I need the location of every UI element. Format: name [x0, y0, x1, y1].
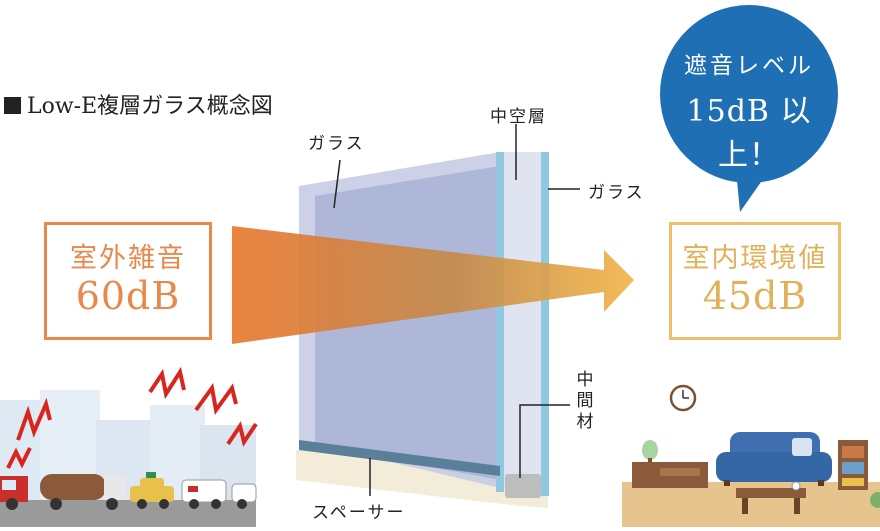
title-square-icon	[4, 97, 21, 114]
clock-icon	[669, 384, 697, 412]
sound-arrow	[232, 226, 634, 344]
inside-level-label: 室内環境値	[682, 242, 828, 274]
speech-bubble	[660, 5, 838, 212]
diagram-title: Low-E複層ガラス概念図	[4, 88, 273, 120]
title-text: Low-E複層ガラス概念図	[27, 94, 273, 119]
bookshelf-icon	[838, 440, 868, 490]
label-glass-right: ガラス	[588, 183, 645, 203]
inside-level-value: 45dB	[702, 274, 808, 319]
label-middle-material-char: 中	[576, 370, 594, 390]
label-glass-left: ガラス	[308, 134, 365, 154]
label-middle-material: 中 間 材	[576, 370, 594, 433]
label-spacer: スペーサー	[312, 503, 406, 523]
label-middle-material-char: 間	[576, 391, 594, 411]
plant-icon	[870, 492, 880, 508]
ambulance-icon	[181, 479, 227, 509]
sofa-icon	[716, 432, 832, 486]
air-layer	[500, 152, 548, 496]
floor-base	[296, 450, 548, 508]
bubble-text: 遮音レベル 15dB 以上！	[664, 46, 834, 174]
glass-edge-left	[496, 152, 504, 492]
bubble-line2: 15dB 以上！	[686, 94, 812, 173]
taxi-icon	[130, 472, 174, 509]
cabinet-drawer	[660, 468, 700, 476]
leader-glass-left	[333, 159, 341, 209]
van-icon	[231, 483, 257, 509]
glass-edge-right	[541, 152, 549, 496]
outside-noise-value: 60dB	[75, 274, 181, 319]
bubble-line1: 遮音レベル	[684, 53, 814, 79]
middle-material	[505, 474, 541, 498]
coffee-table-icon	[736, 481, 806, 514]
leader-middle-material	[519, 404, 570, 478]
lamp-icon	[642, 440, 658, 464]
truck-icon	[0, 474, 126, 510]
label-middle-material-char: 材	[576, 412, 594, 432]
outside-noise-label: 室外雑音	[70, 242, 186, 274]
label-air-layer: 中空層	[490, 107, 547, 127]
outside-noise-box: 室外雑音 60dB	[44, 222, 212, 340]
spacer-strip	[299, 440, 500, 476]
noise-zigzag-icon	[6, 366, 258, 469]
inside-level-box: 室内環境値 45dB	[669, 222, 841, 340]
